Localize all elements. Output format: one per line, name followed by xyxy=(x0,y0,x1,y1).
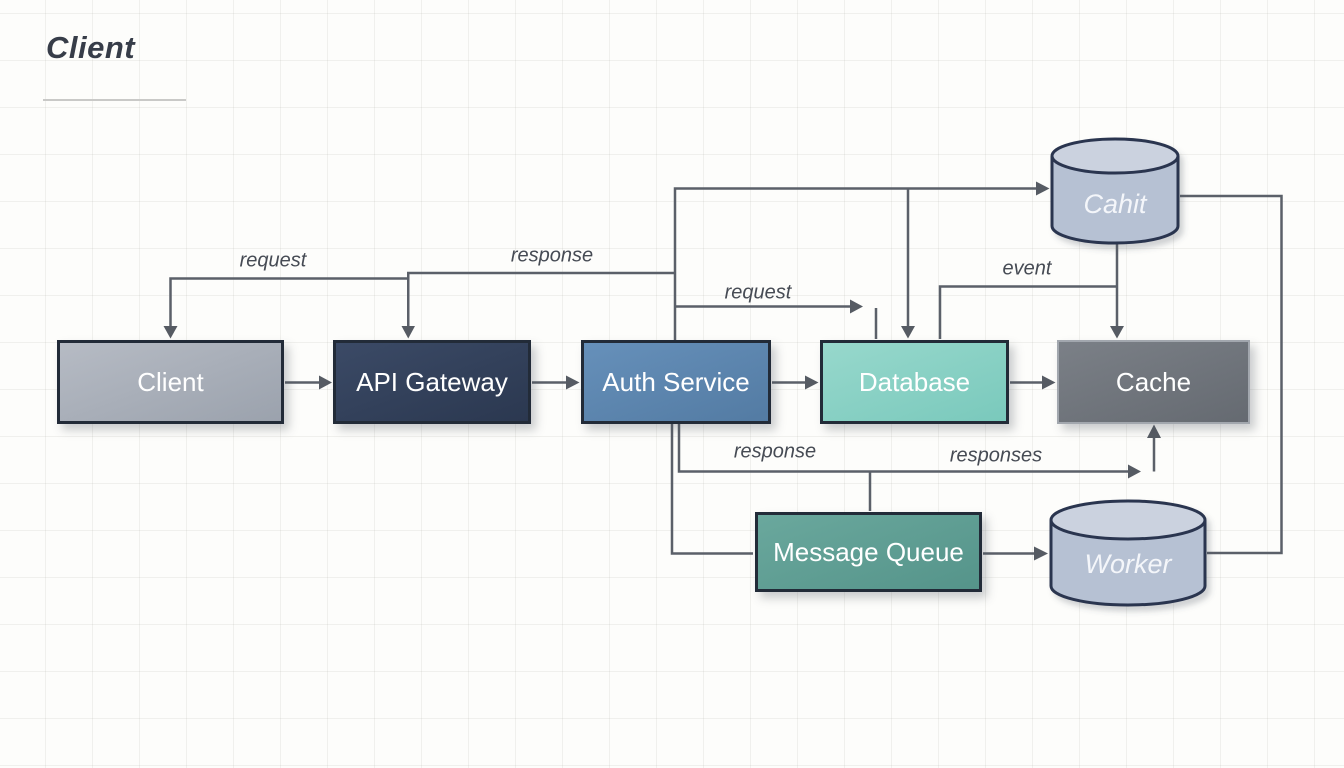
node-worker-cylinder: Worker xyxy=(1049,499,1207,607)
node-message-queue: Message Queue xyxy=(755,512,982,592)
cahit-cylinder-body xyxy=(1050,156,1180,245)
edge-authservice-responses xyxy=(677,424,1129,473)
title-underline xyxy=(43,99,186,101)
node-api-gateway-label: API Gateway xyxy=(356,366,508,397)
edge-apigateway-to-client xyxy=(169,277,409,328)
arrowhead-into-database-top xyxy=(901,326,915,339)
edge-label-request-mid: request xyxy=(724,281,792,304)
edge-cahit-to-worker xyxy=(1180,194,1283,555)
arrowhead-into-cache-top xyxy=(1110,326,1124,339)
arrowhead-responses-mid xyxy=(1128,464,1141,479)
page-title: Client xyxy=(46,30,136,65)
worker-label: Worker xyxy=(1085,549,1173,579)
arrowhead-into-authservice-left xyxy=(566,375,580,390)
node-database-label: Database xyxy=(858,366,971,397)
worker-cylinder-body xyxy=(1049,520,1207,607)
arrowhead-into-client-top xyxy=(163,326,178,339)
edge-authservice-to-apigateway xyxy=(407,271,675,328)
edge-label-response-bottom: response xyxy=(733,440,817,463)
arrowhead-into-apigateway-top xyxy=(401,326,415,339)
node-auth-service: Auth Service xyxy=(581,340,771,424)
edge-label-response-top: response xyxy=(510,244,594,267)
edge-label-event: event xyxy=(1002,257,1052,280)
edge-label-request-top: request xyxy=(239,249,307,272)
node-api-gateway: API Gateway xyxy=(333,340,531,424)
node-cache: Cache xyxy=(1057,340,1250,424)
arrowhead-into-cache-bottom xyxy=(1147,424,1161,438)
arrowhead-into-apigateway-left xyxy=(319,375,332,390)
node-auth-service-label: Auth Service xyxy=(602,366,750,397)
edge-authservice-to-cahit xyxy=(673,187,1037,340)
arrowhead-into-cahit-left xyxy=(1036,181,1050,196)
edge-label-responses: responses xyxy=(949,444,1043,467)
edge-authservice-to-messagequeue xyxy=(670,424,753,555)
arrowhead-into-worker-left xyxy=(1034,546,1048,561)
edge-database-event xyxy=(938,285,1117,339)
node-client-label: Client xyxy=(137,366,204,397)
arrowhead-request-mid xyxy=(850,299,863,314)
node-message-queue-label: Message Queue xyxy=(773,536,964,567)
node-client: Client xyxy=(57,340,284,424)
cahit-cylinder-top xyxy=(1050,137,1180,175)
node-database: Database xyxy=(820,340,1009,424)
worker-cylinder-top xyxy=(1049,499,1207,541)
node-cache-label: Cache xyxy=(1115,366,1192,397)
arrowhead-into-cache-left xyxy=(1042,375,1056,390)
arrowhead-into-database-left xyxy=(805,375,819,390)
cahit-label: Cahit xyxy=(1083,189,1148,219)
node-cahit-cylinder: Cahit xyxy=(1050,137,1180,245)
